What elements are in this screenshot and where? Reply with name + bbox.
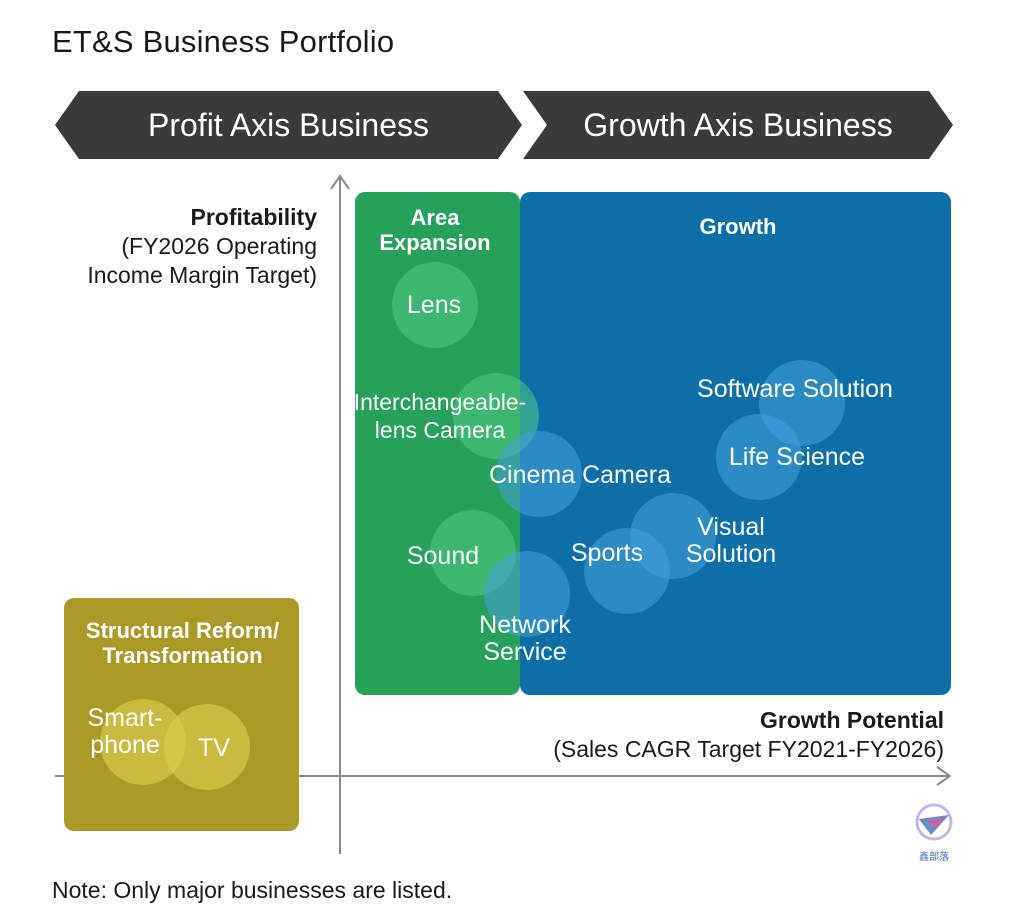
- life-science-bubble: [716, 414, 802, 500]
- structural-panel-title: Structural Reform/ Transformation: [64, 618, 301, 668]
- sound-label: Sound: [406, 542, 480, 570]
- visual-bubble: [630, 493, 716, 579]
- x-axis-arrow: [936, 766, 952, 786]
- area-title-line2: Expansion: [379, 230, 491, 255]
- y-axis-arrow: [330, 174, 350, 190]
- structural-title-line1: Structural Reform/: [85, 618, 280, 643]
- growth-panel-title: Growth: [699, 214, 777, 239]
- structural-title-line2: Transformation: [102, 643, 263, 668]
- network-bubble: [484, 551, 570, 637]
- sports-label: Sports: [570, 539, 644, 567]
- network-label: Network Service: [455, 612, 595, 666]
- smartphone-label: Smart- phone: [70, 705, 180, 759]
- profit-banner-shape: [55, 91, 522, 159]
- profit-banner-label: Profit Axis Business: [148, 107, 429, 143]
- software-label: Software Solution: [697, 375, 893, 403]
- x-axis-label: Growth Potential (Sales CAGR Target FY20…: [520, 706, 944, 764]
- x-axis-title: Growth Potential: [760, 707, 944, 733]
- interchangeable-label: Interchangeable- lens Camera: [340, 388, 540, 444]
- y-axis-line1: (FY2026 Operating: [121, 233, 317, 259]
- watermark-text: 鑫部落: [919, 852, 949, 863]
- growth-axis-banner: Growth Axis Business: [523, 91, 953, 159]
- watermark-logo-icon: [915, 803, 953, 841]
- interchangeable-line2: lens Camera: [374, 417, 506, 443]
- life-science-label: Life Science: [728, 443, 866, 471]
- network-line2: Service: [483, 638, 567, 666]
- interchangeable-line1: Interchangeable-: [353, 389, 527, 415]
- cinema-label: Cinema Camera: [488, 461, 671, 489]
- cinema-bubble: [496, 431, 582, 517]
- network-line1: Network: [479, 611, 571, 639]
- y-axis-label: Profitability (FY2026 Operating Income M…: [40, 203, 317, 290]
- y-axis-line2: Income Margin Target): [87, 262, 317, 288]
- growth-banner-shape: [523, 91, 953, 159]
- visual-line2: Solution: [685, 540, 777, 568]
- area-panel-title: Area Expansion: [355, 205, 515, 255]
- tv-bubble: [164, 704, 250, 790]
- growth-banner-label: Growth Axis Business: [583, 107, 893, 143]
- y-axis-title: Profitability: [190, 204, 317, 230]
- page-title: ET&S Business Portfolio: [52, 24, 395, 59]
- visual-line1: Visual: [697, 513, 765, 541]
- profit-axis-banner: Profit Axis Business: [55, 91, 522, 159]
- watermark: 鑫部落: [905, 803, 963, 863]
- area-title-line1: Area: [410, 205, 460, 230]
- visual-label: Visual Solution: [666, 514, 796, 568]
- lens-label: Lens: [406, 291, 462, 319]
- x-axis-subtitle: (Sales CAGR Target FY2021-FY2026): [553, 736, 944, 762]
- smartphone-line2: phone: [90, 731, 160, 759]
- lens-bubble: [392, 262, 478, 348]
- smartphone-line1: Smart-: [87, 704, 163, 732]
- tv-label: TV: [198, 734, 230, 762]
- footnote: Note: Only major businesses are listed.: [52, 877, 453, 903]
